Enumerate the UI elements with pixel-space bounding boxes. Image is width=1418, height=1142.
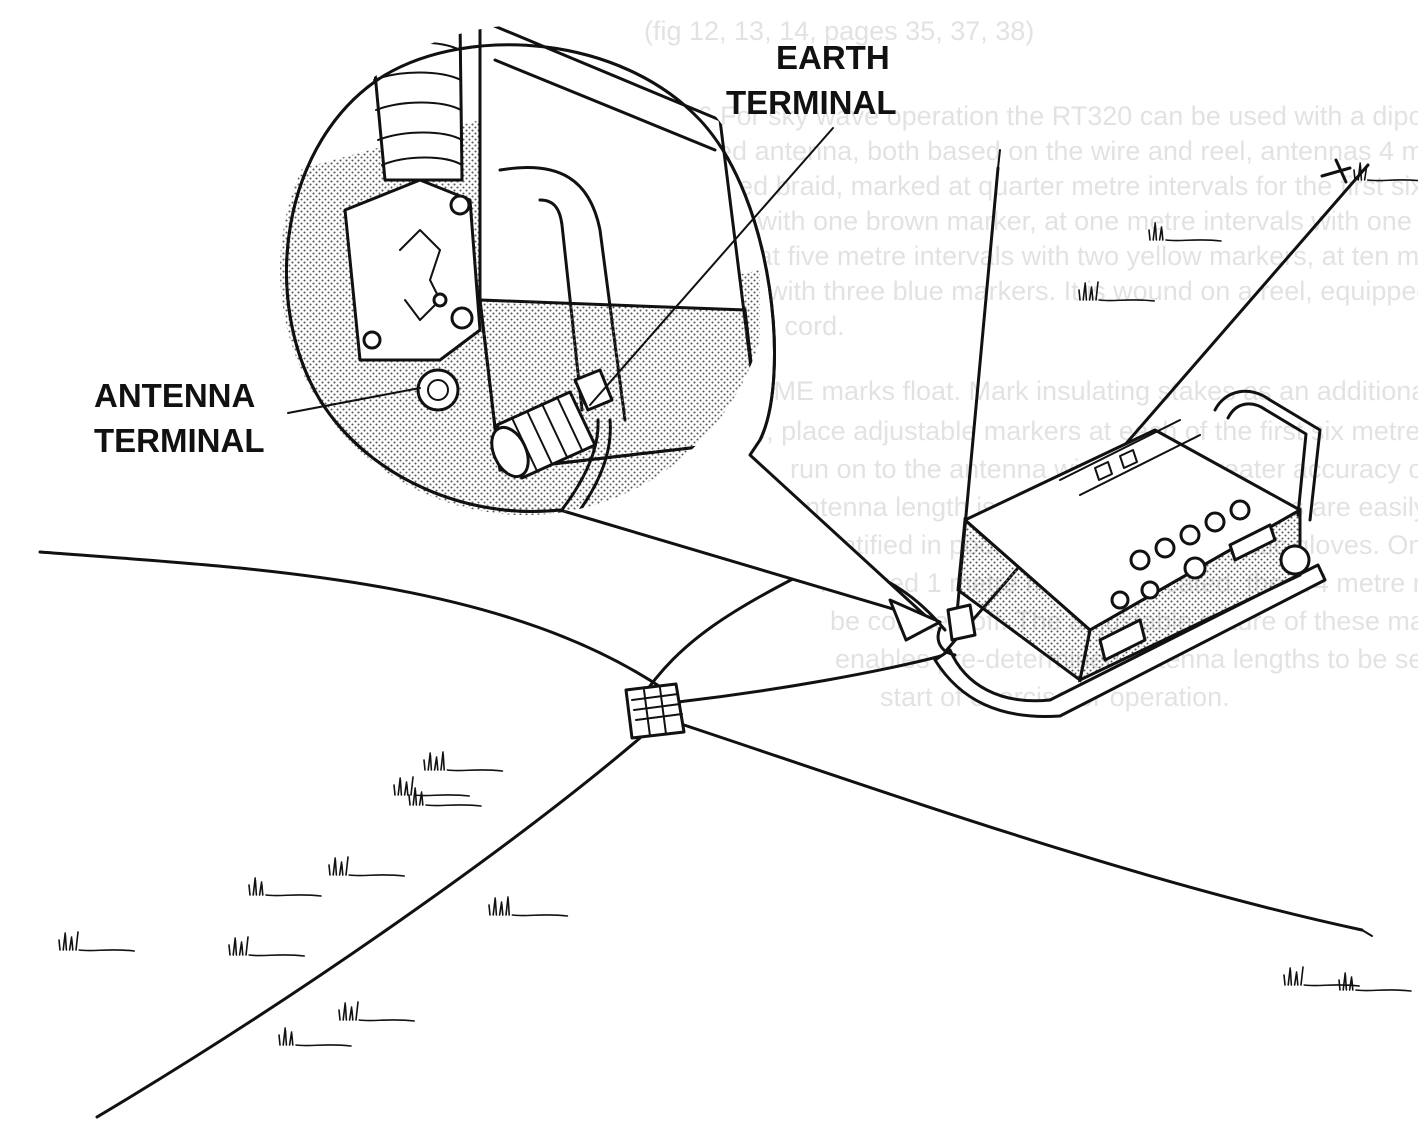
grass-tuft — [1353, 162, 1418, 182]
grass-tuft — [328, 856, 405, 877]
grass-tuft — [488, 896, 569, 917]
bleed-through-line: 2.16 For sky wave operation the RT320 ca… — [660, 101, 1418, 131]
antenna-coil — [368, 25, 464, 182]
bleed-through-line: (fig 12, 13, 14, pages 35, 37, 38) — [644, 16, 1034, 46]
grass-tuft — [1148, 222, 1222, 242]
grass-tuft — [408, 787, 482, 807]
earth-terminal-label: EARTH TERMINAL — [726, 39, 896, 121]
bleed-through-line: metres, with one brown marker, at one me… — [660, 206, 1418, 236]
grass-tuft — [1078, 281, 1155, 302]
antenna-terminal-label: ANTENNA TERMINAL — [94, 377, 264, 459]
terminal-clamp-plate — [343, 178, 482, 362]
grass-tuft — [423, 751, 504, 772]
antenna-terminal-label-line1: ANTENNA — [94, 377, 255, 414]
grass-tuft — [1338, 972, 1412, 992]
grass-tuft — [248, 877, 322, 897]
radio-set — [933, 389, 1327, 718]
grass-tuft — [58, 931, 135, 952]
callout-leaders — [287, 127, 834, 414]
grass-tuft — [338, 1001, 415, 1022]
earth-terminal-label-line2: TERMINAL — [726, 84, 896, 121]
bleed-through-line: insulated braid, marked at quarter metre… — [660, 171, 1418, 201]
antenna-terminal-socket — [416, 368, 460, 412]
bleed-through-line: intervals with three blue markers. It is… — [660, 276, 1418, 306]
bleed-through-line: NOTE: TIME marks float. Mark insulating … — [660, 376, 1418, 406]
bleed-through-line: slanted antenna, both based on the wire … — [660, 136, 1418, 166]
grass-tuft — [393, 776, 470, 797]
grass-tufts — [58, 162, 1418, 1047]
ground-terrain — [38, 550, 1373, 1119]
earth-terminal-label-line1: EARTH — [776, 39, 890, 76]
antenna-terminal-label-line2: TERMINAL — [94, 422, 264, 459]
grass-tuft — [1283, 966, 1360, 987]
bleed-through-line: guide, place adjustable markers at each … — [700, 416, 1418, 446]
grass-tuft — [228, 936, 305, 957]
grass-tuft — [278, 1027, 352, 1047]
radio-front-controls — [1098, 499, 1311, 662]
earth-terminal-leader — [589, 127, 834, 406]
magnified-detail — [280, 25, 942, 642]
antenna-reel — [624, 682, 686, 740]
antenna-terminal-leader — [287, 387, 421, 414]
bleed-through-line: marker, at five metre intervals with two… — [660, 241, 1418, 271]
